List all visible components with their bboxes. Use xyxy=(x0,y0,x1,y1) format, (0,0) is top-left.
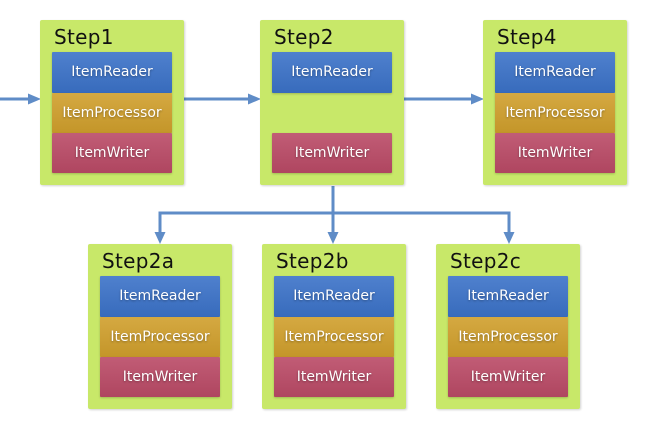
item-writer-bar: ItemWriter xyxy=(495,133,615,173)
item-writer-bar: ItemWriter xyxy=(100,357,220,397)
arrow-start-to-step1 xyxy=(0,93,41,105)
item-reader-bar: ItemReader xyxy=(52,52,172,93)
item-processor-gap xyxy=(272,93,392,133)
item-reader-bar: ItemReader xyxy=(272,52,392,93)
step-box-step2c: Step2c ItemReader ItemProcessor ItemWrit… xyxy=(436,244,580,409)
arrow-step2-to-step4 xyxy=(403,93,484,105)
arrow-step2-fanout xyxy=(154,186,515,244)
step-title: Step2a xyxy=(102,249,175,273)
step-box-step4: Step4 ItemReader ItemProcessor ItemWrite… xyxy=(483,20,627,185)
step-box-step2a: Step2a ItemReader ItemProcessor ItemWrit… xyxy=(88,244,232,409)
item-writer-bar: ItemWriter xyxy=(448,357,568,397)
step-title: Step4 xyxy=(497,25,557,49)
item-writer-bar: ItemWriter xyxy=(272,133,392,173)
step-box-step2b: Step2b ItemReader ItemProcessor ItemWrit… xyxy=(262,244,406,409)
step-box-step2: Step2 ItemReader ItemWriter xyxy=(260,20,404,185)
arrow-step1-to-step2 xyxy=(183,93,261,105)
item-reader-bar: ItemReader xyxy=(274,276,394,317)
item-writer-bar: ItemWriter xyxy=(274,357,394,397)
item-processor-bar: ItemProcessor xyxy=(52,93,172,133)
step-title: Step2c xyxy=(450,249,522,273)
item-processor-bar: ItemProcessor xyxy=(274,317,394,357)
item-processor-bar: ItemProcessor xyxy=(100,317,220,357)
step-title: Step2 xyxy=(274,25,334,49)
item-writer-bar: ItemWriter xyxy=(52,133,172,173)
step-box-step1: Step1 ItemReader ItemProcessor ItemWrite… xyxy=(40,20,184,185)
item-processor-bar: ItemProcessor xyxy=(448,317,568,357)
item-reader-bar: ItemReader xyxy=(448,276,568,317)
item-reader-bar: ItemReader xyxy=(495,52,615,93)
item-reader-bar: ItemReader xyxy=(100,276,220,317)
step-title: Step1 xyxy=(54,25,114,49)
step-title: Step2b xyxy=(276,249,349,273)
item-processor-bar: ItemProcessor xyxy=(495,93,615,133)
